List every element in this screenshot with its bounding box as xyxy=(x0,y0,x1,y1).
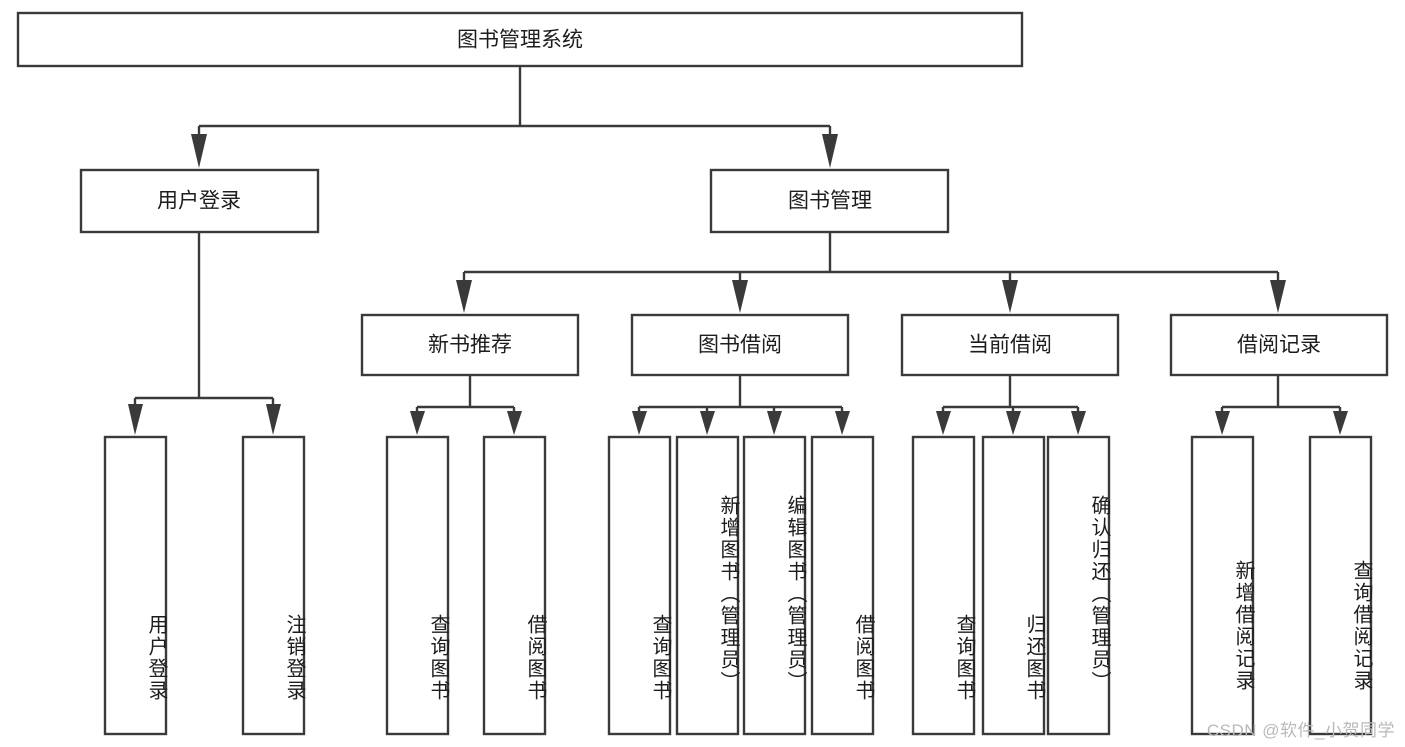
node-layer xyxy=(16,11,1389,736)
node-leaf-confirm-return[interactable] xyxy=(1046,435,1111,736)
node-leaf-add-book[interactable] xyxy=(675,435,740,736)
node-leaf-borrow-book-2[interactable] xyxy=(810,435,875,736)
arrow-to-book-borrow xyxy=(732,280,748,313)
horizontal-label-layer: 图书管理系统 用户登录 图书管理 新书推荐 图书借阅 当前借阅 借阅记录 xyxy=(157,29,1321,357)
arrow-to-user-login xyxy=(191,134,207,168)
arrow-to-new-book-rec xyxy=(456,280,472,313)
node-leaf-user-login[interactable] xyxy=(103,435,168,736)
node-leaf-query-book-1[interactable] xyxy=(385,435,450,736)
edge-layer xyxy=(128,66,1348,435)
label-root: 图书管理系统 xyxy=(457,29,583,52)
node-leaf-logout-login[interactable] xyxy=(241,435,306,736)
label-borrow-record: 借阅记录 xyxy=(1237,334,1321,357)
csdn-watermark: CSDN @软件_小贺同学 xyxy=(1206,721,1395,740)
node-leaf-query-book-2[interactable] xyxy=(607,435,672,736)
arrow-to-leaf-query-book-2 xyxy=(632,411,647,435)
arrow-to-leaf-query-book-3 xyxy=(936,411,951,435)
node-new-book-rec[interactable] xyxy=(360,313,580,377)
arrow-to-leaf-borrow-book-1 xyxy=(507,411,522,435)
node-leaf-query-book-3[interactable] xyxy=(911,435,976,736)
arrow-to-leaf-confirm-return xyxy=(1071,411,1086,435)
arrow-to-leaf-logout-login xyxy=(266,404,281,435)
arrow-to-leaf-user-login xyxy=(128,404,143,435)
arrow-to-leaf-query-book-1 xyxy=(410,411,425,435)
arrow-to-book-manage xyxy=(822,134,838,168)
node-leaf-return-book[interactable] xyxy=(981,435,1046,736)
node-leaf-add-record[interactable] xyxy=(1190,435,1255,736)
node-book-manage[interactable] xyxy=(709,168,950,234)
arrow-to-current-borrow xyxy=(1002,280,1018,313)
label-book-borrow: 图书借阅 xyxy=(698,334,782,357)
arrow-to-leaf-edit-book xyxy=(767,411,782,435)
node-user-login[interactable] xyxy=(79,168,320,234)
node-leaf-edit-book[interactable] xyxy=(742,435,807,736)
node-root[interactable] xyxy=(16,11,1024,68)
node-borrow-record[interactable] xyxy=(1169,313,1389,377)
node-current-borrow[interactable] xyxy=(900,313,1120,377)
arrow-to-leaf-add-book xyxy=(700,411,715,435)
label-user-login: 用户登录 xyxy=(157,190,241,213)
node-leaf-query-record[interactable] xyxy=(1308,435,1373,736)
arrow-to-borrow-record xyxy=(1270,280,1286,313)
node-book-borrow[interactable] xyxy=(630,313,850,377)
node-leaf-borrow-book-1[interactable] xyxy=(482,435,547,736)
arrow-to-leaf-add-record xyxy=(1215,411,1230,435)
label-new-book-rec: 新书推荐 xyxy=(428,334,512,357)
arrow-to-leaf-return-book xyxy=(1006,411,1021,435)
arrow-to-leaf-query-record xyxy=(1333,411,1348,435)
label-book-manage: 图书管理 xyxy=(788,190,872,213)
arrow-to-leaf-borrow-book-2 xyxy=(835,411,850,435)
label-current-borrow: 当前借阅 xyxy=(968,334,1052,357)
